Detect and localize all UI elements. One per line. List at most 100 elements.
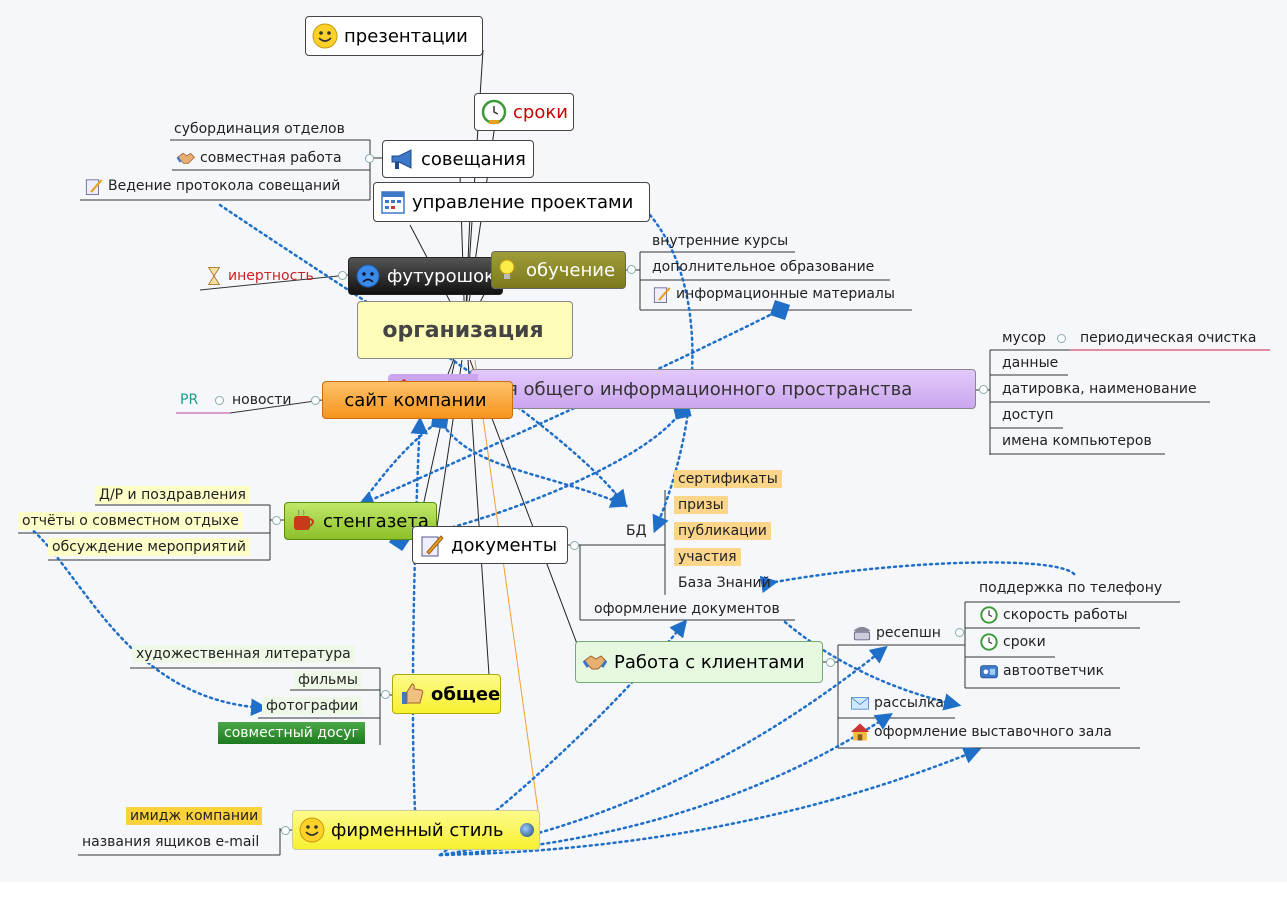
topic-meetings[interactable]: совещания: [382, 140, 534, 178]
collapse-toggle[interactable]: [627, 265, 636, 274]
collapse-toggle[interactable]: [281, 826, 290, 835]
rel-site-docs: [438, 418, 629, 508]
collapse-toggle[interactable]: [1057, 334, 1066, 343]
collapse-toggle[interactable]: [338, 271, 347, 280]
leaf-birthdays[interactable]: Д/Р и поздравления: [95, 486, 250, 504]
leaf-access[interactable]: доступ: [1002, 407, 1054, 423]
leaf-films[interactable]: фильмы: [294, 671, 362, 689]
leaf-showroom[interactable]: оформление выставочного зала: [846, 722, 1116, 742]
leaf-periodic-cleanup[interactable]: периодическая очистка: [1080, 330, 1257, 346]
topic-deadlines-label: сроки: [513, 101, 568, 123]
leaf-events-discussion[interactable]: обсуждение мероприятий: [48, 538, 250, 556]
leaf-participations[interactable]: участия: [674, 548, 741, 566]
leaf-publications[interactable]: публикации: [674, 522, 771, 540]
leaf-info-materials[interactable]: информационные материалы: [648, 284, 899, 304]
topic-documents-label: документы: [451, 534, 558, 556]
coffee-cup-icon: [294, 509, 314, 530]
phone-icon: [853, 626, 871, 641]
topic-brand-style[interactable]: фирменный стиль: [292, 810, 540, 850]
leaf-mailing[interactable]: рассылка: [846, 693, 948, 713]
central-topic[interactable]: организация: [357, 301, 573, 359]
leaf-showroom-label: оформление выставочного зала: [874, 724, 1112, 740]
pen-paper-icon: [653, 287, 671, 303]
leaf-company-image[interactable]: имидж компании: [126, 807, 263, 825]
leaf-news[interactable]: новости: [232, 392, 292, 408]
topic-deadlines[interactable]: сроки: [474, 93, 574, 131]
leaf-subordination[interactable]: субординация отделов: [174, 121, 345, 137]
leaf-certificates[interactable]: сертификаты: [674, 470, 782, 488]
collapse-toggle[interactable]: [979, 385, 988, 394]
topic-newspaper[interactable]: стенгазета: [284, 502, 437, 540]
leaf-fiction[interactable]: художественная литература: [132, 645, 355, 663]
topic-clients[interactable]: Работа с клиентами: [575, 641, 823, 683]
topic-documents[interactable]: документы: [412, 526, 568, 564]
pen-paper-icon: [85, 179, 103, 195]
leaf-phone-support[interactable]: поддержка по телефону: [979, 580, 1163, 596]
topic-presentations[interactable]: презентации: [305, 16, 483, 56]
collapse-toggle[interactable]: [215, 396, 224, 405]
leaf-photos[interactable]: фотографии: [262, 697, 363, 715]
leaf-data[interactable]: данные: [1002, 355, 1059, 371]
leaf-db[interactable]: БД: [626, 523, 647, 539]
globe-icon: [520, 823, 534, 837]
topic-project-management-label: управление проектами: [412, 191, 634, 213]
leaf-pr[interactable]: PR: [180, 392, 199, 408]
leaf-dating-naming[interactable]: датировка, наименование: [1002, 381, 1197, 397]
leaf-paperwork[interactable]: оформление документов: [594, 601, 780, 617]
handshake-icon: [176, 152, 196, 164]
rel-brand-site: [410, 416, 429, 812]
topic-company-site-label: сайт компании: [344, 389, 487, 411]
clock-icon: [481, 99, 507, 125]
smiley-icon: [299, 817, 325, 843]
collapse-toggle[interactable]: [826, 658, 835, 667]
leaf-answering-machine-label: автоответчик: [1003, 663, 1105, 679]
leaf-knowledge-base[interactable]: База Знаний: [678, 575, 771, 591]
topic-company-site[interactable]: сайт компании: [322, 381, 513, 419]
topic-general-label: общее: [431, 683, 501, 705]
leaf-extra-education[interactable]: дополнительное образование: [652, 259, 875, 275]
leaf-prizes[interactable]: призы: [674, 496, 728, 514]
house-icon: [850, 723, 870, 741]
collapse-toggle[interactable]: [570, 541, 579, 550]
collapse-toggle[interactable]: [381, 690, 390, 699]
central-topic-label: организация: [382, 317, 544, 343]
topic-project-management[interactable]: управление проектами: [373, 182, 650, 222]
topic-newspaper-label: стенгазета: [323, 510, 429, 532]
leaf-computer-names[interactable]: имена компьютеров: [1002, 433, 1152, 449]
collapse-toggle[interactable]: [272, 516, 281, 525]
topic-futuroshok[interactable]: футурошок: [348, 257, 503, 295]
leaf-info-materials-label: информационные материалы: [676, 286, 895, 302]
topic-education[interactable]: обучение: [491, 251, 626, 289]
leaf-joint-leisure[interactable]: совместный досуг: [218, 722, 365, 744]
rel-newsp-info: [388, 400, 692, 552]
leaf-garbage[interactable]: мусор: [1002, 330, 1046, 346]
collapse-toggle[interactable]: [955, 628, 964, 637]
smiley-icon: [312, 23, 338, 49]
calendar-icon: [381, 191, 405, 214]
leaf-email-box-names[interactable]: названия ящиков e-mail: [82, 834, 260, 850]
thumbs-up-icon: [402, 683, 424, 704]
leaf-joint-work-label: совместная работа: [200, 150, 342, 166]
topic-presentations-label: презентации: [344, 25, 468, 47]
leaf-joint-work[interactable]: совместная работа: [172, 148, 346, 168]
topic-meetings-label: совещания: [421, 148, 526, 170]
topic-info-space[interactable]: ция общего информационного пространства: [470, 369, 976, 409]
envelope-icon: [851, 697, 869, 710]
topic-general[interactable]: общее: [392, 674, 501, 714]
rel-site-newsp: [358, 411, 449, 507]
topic-info-space-label: ция общего информационного пространства: [483, 378, 913, 400]
leaf-inertia-label: инертность: [228, 268, 314, 284]
leaf-joint-rest-reports[interactable]: отчёты о совместном отдыхе: [18, 512, 243, 530]
rel-paperwork-mailing: [783, 620, 962, 711]
leaf-reception[interactable]: ресепшн: [848, 623, 945, 643]
collapse-toggle[interactable]: [365, 154, 374, 163]
leaf-reception-deadlines[interactable]: сроки: [975, 632, 1050, 652]
collapse-toggle[interactable]: [311, 396, 320, 405]
sad-face-icon: [356, 264, 380, 288]
leaf-inertia[interactable]: инертность: [200, 266, 318, 286]
leaf-answering-machine[interactable]: автоответчик: [975, 661, 1108, 681]
leaf-work-speed[interactable]: скорость работы: [975, 605, 1132, 625]
leaf-internal-courses[interactable]: внутренние курсы: [652, 233, 789, 249]
leaf-meeting-minutes[interactable]: Ведение протокола совещаний: [80, 176, 344, 196]
answering-machine-icon: [980, 665, 998, 679]
